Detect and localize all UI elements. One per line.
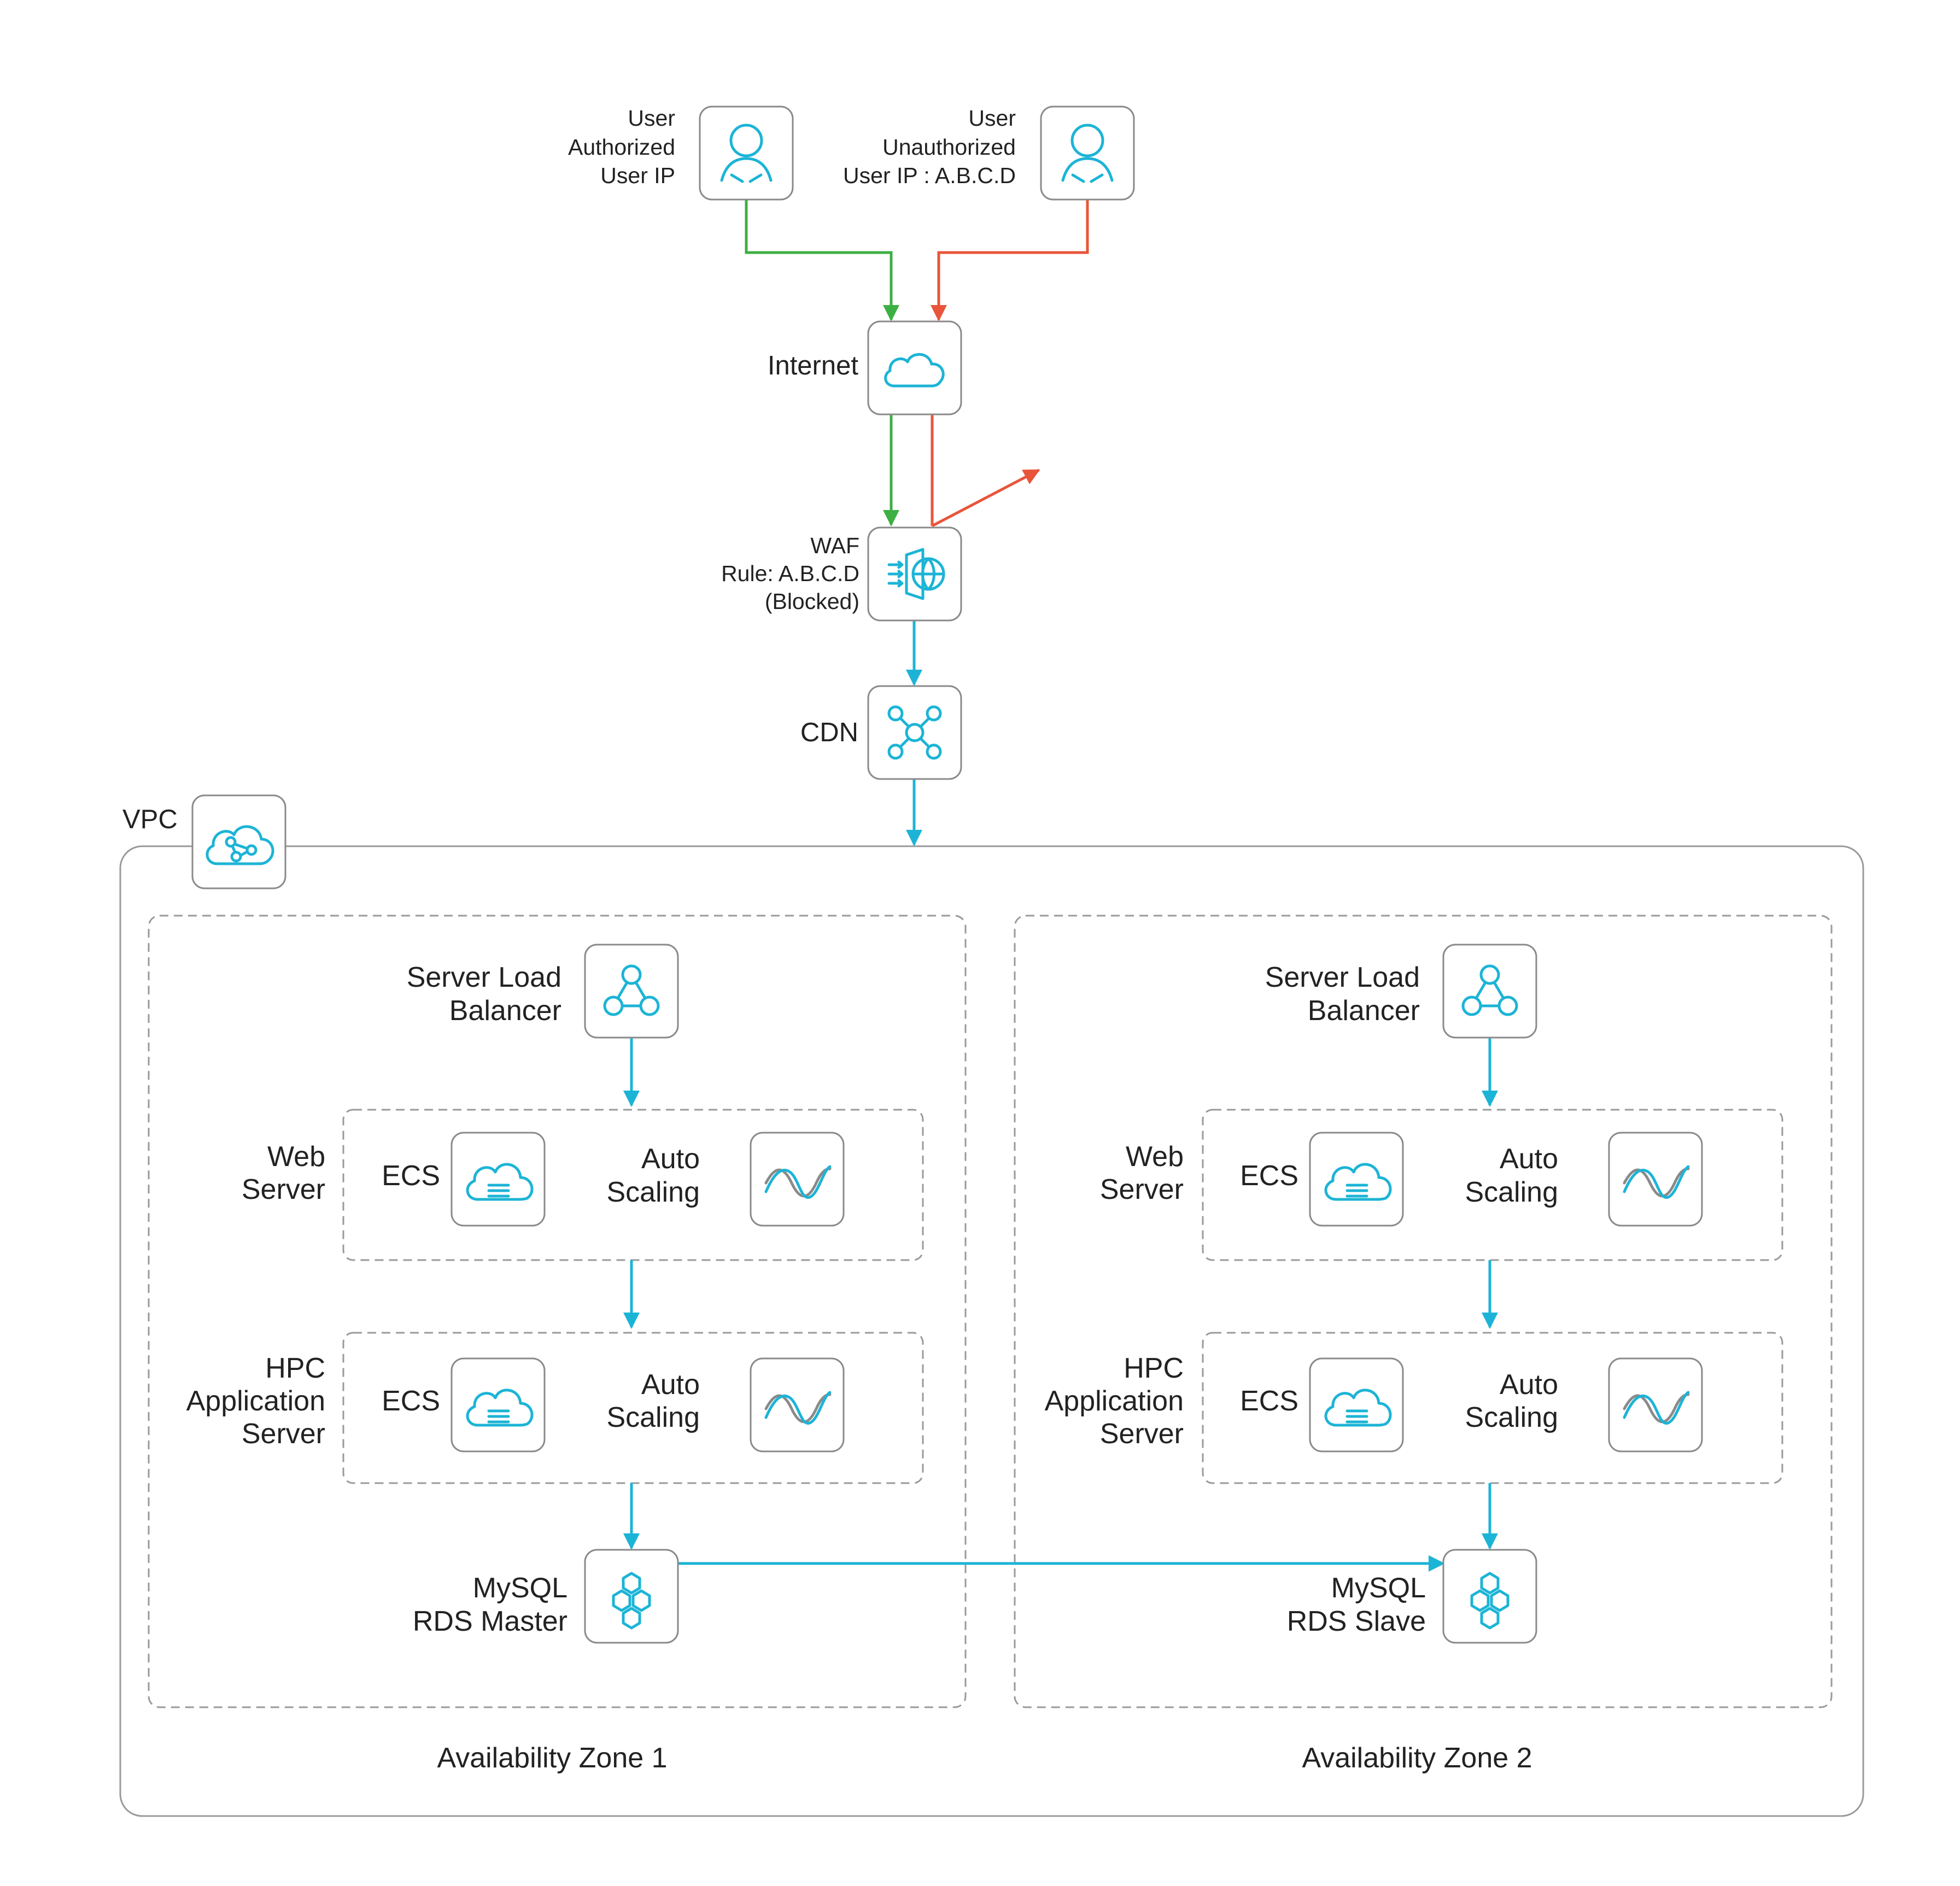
vpc-node[interactable]	[191, 794, 286, 889]
web-tier-box-zone-1	[342, 1109, 924, 1261]
hpc-tier-box-zone-2	[1202, 1332, 1783, 1484]
authorized-user-label-3: User IP	[600, 163, 675, 188]
authorized-user-label-2: Authorized	[568, 134, 675, 160]
hpc-tier-label-2-zone-1: Application	[186, 1385, 325, 1417]
cdn-node[interactable]	[867, 685, 962, 780]
waf-label-2: Rule: A.B.C.D	[721, 561, 859, 586]
auto-scaling-node-hpc-zone-2[interactable]	[1608, 1357, 1703, 1452]
auto-scaling-node-web-zone-1[interactable]	[750, 1132, 845, 1227]
availability-zone-1-box	[148, 915, 967, 1708]
rds-master-node[interactable]	[584, 1549, 679, 1644]
slb-label-2-zone-2: Balancer	[1308, 995, 1420, 1027]
auto-scaling-label-1-hpc-zone-2: Auto	[1500, 1369, 1558, 1401]
ecs-label-hpc-zone-1: ECS	[382, 1385, 440, 1417]
auto-scaling-node-web-zone-2[interactable]	[1608, 1132, 1703, 1227]
availability-zone-2-label: Availability Zone 2	[1302, 1742, 1532, 1774]
internet-node[interactable]	[867, 320, 962, 415]
hpc-tier-label-3-zone-2: Server	[1100, 1418, 1184, 1450]
auto-scaling-label-2-hpc-zone-2: Scaling	[1465, 1402, 1558, 1433]
rds-slave-label-1: MySQL	[1331, 1572, 1426, 1604]
availability-zone-1-label: Availability Zone 1	[437, 1742, 667, 1774]
hpc-tier-label-1-zone-1: HPC	[265, 1352, 325, 1384]
web-tier-label-2-zone-2: Server	[1100, 1174, 1184, 1205]
ecs-label-web-zone-1: ECS	[382, 1160, 440, 1192]
cdn-label: CDN	[800, 718, 858, 747]
slb-node-zone-2[interactable]	[1442, 944, 1537, 1039]
unauthorized-user-label-2: Unauthorized	[882, 134, 1016, 160]
auto-scaling-label-1-web-zone-1: Auto	[641, 1143, 700, 1175]
auto-scaling-label-2-hpc-zone-1: Scaling	[606, 1402, 700, 1433]
vpc-container	[119, 845, 1864, 1817]
unauthorized-user-label-3: User IP : A.B.C.D	[843, 163, 1016, 188]
slb-label-1-zone-2: Server Load	[1265, 962, 1420, 993]
hpc-tier-label-2-zone-2: Application	[1045, 1385, 1184, 1417]
slb-node-zone-1[interactable]	[584, 944, 679, 1039]
ecs-node-hpc-zone-2[interactable]	[1309, 1357, 1404, 1452]
unauthorized-user-node[interactable]	[1040, 106, 1135, 201]
hpc-tier-label-1-zone-2: HPC	[1124, 1352, 1184, 1384]
hpc-tier-label-3-zone-1: Server	[242, 1418, 325, 1450]
web-tier-label-1-zone-1: Web	[267, 1141, 325, 1173]
ecs-label-hpc-zone-2: ECS	[1240, 1385, 1298, 1417]
vpc-label: VPC	[122, 805, 178, 834]
web-tier-box-zone-2	[1202, 1109, 1783, 1261]
rds-master-label-1: MySQL	[473, 1572, 567, 1604]
internet-label: Internet	[768, 351, 859, 380]
slb-label-2-zone-1: Balancer	[449, 995, 561, 1027]
rds-master-label-2: RDS Master	[413, 1606, 567, 1637]
hpc-tier-box-zone-1	[342, 1332, 924, 1484]
rds-slave-node[interactable]	[1442, 1549, 1537, 1644]
authorized-user-node[interactable]	[699, 106, 794, 201]
ecs-node-hpc-zone-1[interactable]	[450, 1357, 546, 1452]
ecs-node-web-zone-2[interactable]	[1309, 1132, 1404, 1227]
authorized-user-to-internet-edge	[745, 200, 899, 321]
web-tier-label-2-zone-1: Server	[242, 1174, 325, 1205]
availability-zone-2-box	[1014, 915, 1833, 1708]
authorized-user-label-1: User	[628, 106, 675, 131]
auto-scaling-label-2-web-zone-1: Scaling	[606, 1176, 700, 1208]
waf-blocked-deflection-edge	[931, 468, 1040, 528]
rds-slave-label-2: RDS Slave	[1287, 1606, 1426, 1637]
auto-scaling-label-2-web-zone-2: Scaling	[1465, 1176, 1558, 1208]
unauthorized-user-label-1: User	[968, 106, 1016, 131]
auto-scaling-label-1-web-zone-2: Auto	[1500, 1143, 1558, 1175]
unauthorized-user-to-internet-edge	[931, 200, 1089, 321]
waf-label-1: WAF	[810, 533, 859, 558]
auto-scaling-label-1-hpc-zone-1: Auto	[641, 1369, 700, 1401]
ecs-node-web-zone-1[interactable]	[450, 1132, 546, 1227]
auto-scaling-node-hpc-zone-1[interactable]	[750, 1357, 845, 1452]
slb-label-1-zone-1: Server Load	[407, 962, 561, 993]
waf-label-3: (Blocked)	[765, 589, 859, 614]
web-tier-label-1-zone-2: Web	[1126, 1141, 1184, 1173]
waf-node[interactable]	[867, 526, 962, 622]
ecs-label-web-zone-2: ECS	[1240, 1160, 1298, 1192]
